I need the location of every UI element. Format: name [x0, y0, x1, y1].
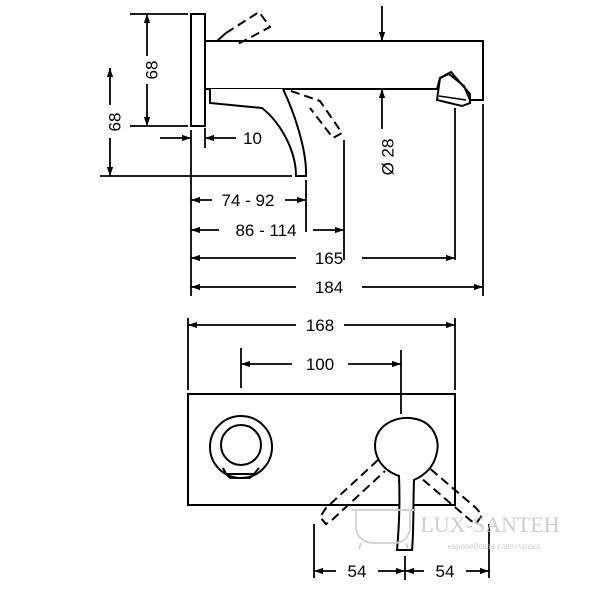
watermark-brand: LUX-SANTEH [420, 512, 559, 537]
lever-lower-dashed [290, 90, 344, 140]
wall-plate [190, 13, 206, 127]
dim-lever-swing-right: 54 [436, 562, 455, 581]
dim-lever-range-2: 86 - 114 [235, 221, 296, 240]
dim-axis-distance: 100 [306, 355, 334, 374]
dim-height-upper: 68 [142, 61, 161, 80]
dim-plate-width: 168 [306, 316, 334, 335]
bathtub-icon [352, 509, 414, 550]
diverter-knob [220, 424, 262, 466]
front-view [187, 393, 484, 551]
dim-total-projection: 184 [315, 278, 343, 297]
lever-swing-right [412, 459, 484, 526]
dim-plate-depth: 10 [243, 129, 262, 148]
front-dimensions [187, 318, 490, 580]
dim-lever-range-1: 74 - 92 [222, 191, 275, 210]
spout-body [204, 40, 484, 101]
watermark-tagline: европейская сантехника [448, 541, 541, 551]
aerator [435, 70, 471, 108]
lever-upper-dashed [225, 10, 272, 45]
dim-spout-diameter: Ø 28 [378, 139, 397, 176]
watermark: LUX-SANTEH европейская сантехника [352, 509, 560, 551]
lever-swing-left [318, 459, 386, 526]
side-view [190, 10, 484, 177]
dim-lever-swing-left: 54 [348, 562, 367, 581]
mixer-lever [374, 417, 439, 551]
dim-height-total: 68 [105, 113, 124, 132]
dim-spout-projection: 165 [315, 249, 343, 268]
lever-handle [209, 88, 308, 177]
side-dimensions [100, 6, 484, 296]
